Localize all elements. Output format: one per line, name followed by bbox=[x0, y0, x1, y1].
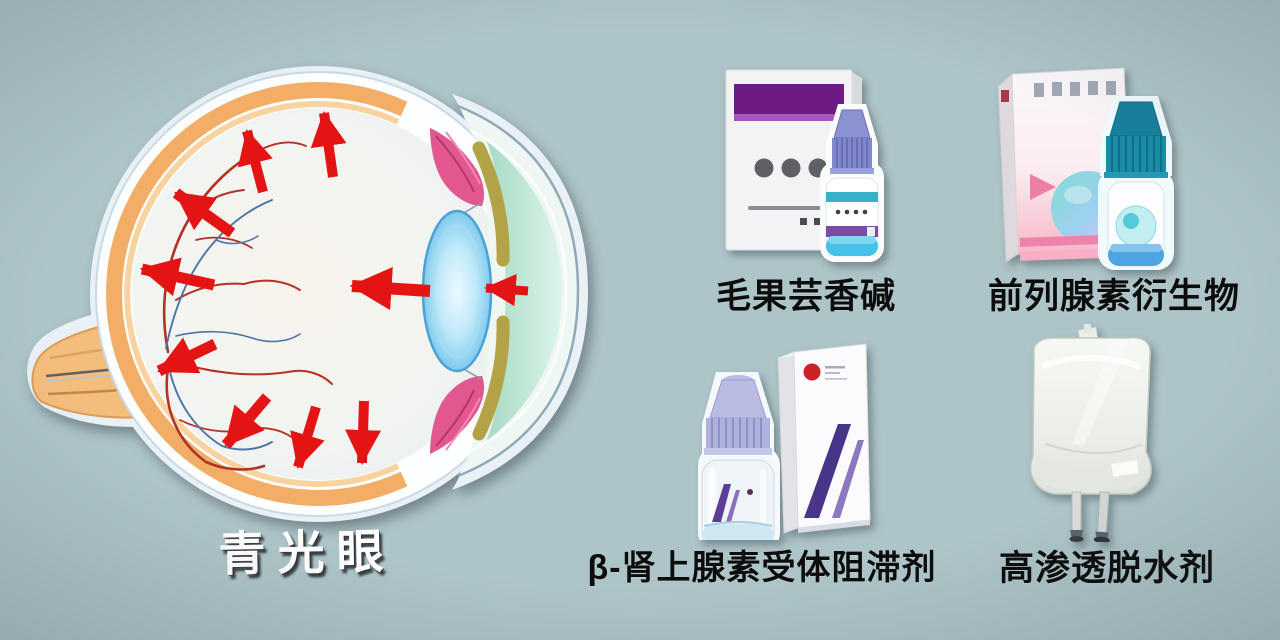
glaucoma-label: 青光眼 bbox=[218, 524, 397, 581]
beta-blocker-package-illustration bbox=[698, 343, 871, 540]
eye-cross-section-illustration bbox=[27, 66, 588, 522]
eye-diagram-panel: 青光眼 bbox=[27, 66, 588, 581]
medication-label-pilocarpine: 毛果芸香碱 bbox=[715, 277, 896, 316]
pressure-arrows bbox=[139, 111, 529, 469]
medication-label-beta-blocker: β-肾上腺素受体阻滞剂 bbox=[587, 549, 937, 587]
prostaglandin-package-illustration bbox=[997, 67, 1174, 270]
medication-label-prostaglandin: 前列腺素衍生物 bbox=[987, 277, 1240, 316]
pilocarpine-package-illustration bbox=[725, 69, 884, 262]
iv-bag-illustration bbox=[1030, 324, 1152, 542]
medication-label-hyperosmotic: 高渗透脱水剂 bbox=[998, 549, 1215, 588]
